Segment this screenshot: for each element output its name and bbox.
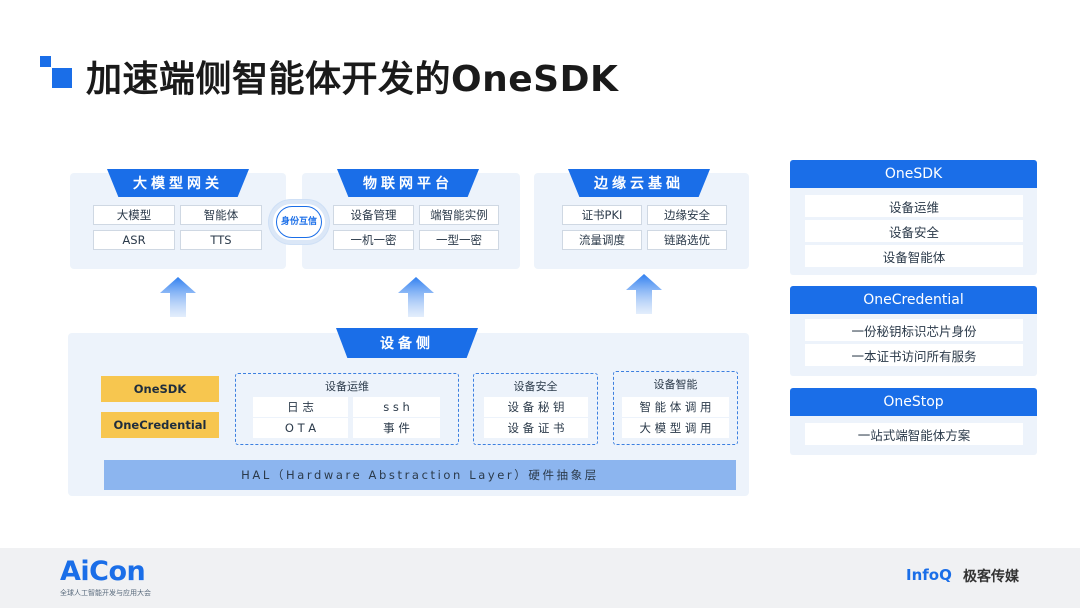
- group-device-ops: [235, 373, 459, 445]
- card-onecredential-item: 一份秘钥标识芯片身份: [805, 319, 1023, 341]
- block-edge-cloud-title: 边缘云基础: [568, 169, 710, 197]
- cell-tts: TTS: [180, 230, 262, 250]
- device-side-title: 设备侧: [336, 328, 478, 358]
- tag-onecredential: OneCredential: [101, 412, 219, 438]
- cell-traffic-scheduling: 流量调度: [562, 230, 642, 250]
- aicon-logo-subtitle: 全球人工智能开发与应用大会: [60, 589, 151, 597]
- card-onestop-item: 一站式端智能体方案: [805, 423, 1023, 445]
- cell-link-optimization: 链路选优: [647, 230, 727, 250]
- cell-ssh: s s h: [353, 397, 440, 417]
- hal-layer: HAL（Hardware Abstraction Layer）硬件抽象层: [104, 460, 736, 490]
- card-onestop: OneStop 一站式端智能体方案: [790, 388, 1037, 455]
- block-iot-platform-title: 物联网平台: [337, 169, 479, 197]
- card-onecredential-title: OneCredential: [790, 286, 1037, 314]
- group-device-ops-title: 设备运维: [325, 380, 369, 393]
- group-device-intelligence-title: 设备智能: [653, 378, 698, 391]
- cell-device-management: 设备管理: [333, 205, 414, 225]
- group-device-security-title: 设备安全: [513, 380, 558, 393]
- cell-event: 事 件: [353, 418, 440, 438]
- cell-one-model-one-secret: 一型一密: [419, 230, 499, 250]
- card-onecredential-item: 一本证书访问所有服务: [805, 344, 1023, 366]
- infoq-logo: InfoQ: [906, 566, 952, 584]
- card-onestop-title: OneStop: [790, 388, 1037, 416]
- arrow-up-icon: [160, 277, 196, 317]
- cell-device-key: 设 备 秘 钥: [484, 397, 588, 417]
- block-llm-gateway-title: 大模型网关: [107, 169, 249, 197]
- tag-onesdk: OneSDK: [101, 376, 219, 402]
- cell-ota: O T A: [253, 418, 348, 438]
- card-onecredential: OneCredential 一份秘钥标识芯片身份 一本证书访问所有服务: [790, 286, 1037, 376]
- card-onesdk-item: 设备运维: [805, 195, 1023, 217]
- cell-one-device-one-secret: 一机一密: [333, 230, 414, 250]
- cell-cert-pki: 证书PKI: [562, 205, 642, 225]
- aicon-logo: AiCon: [60, 556, 146, 587]
- card-onesdk-item: 设备安全: [805, 220, 1023, 242]
- cell-edge-security: 边缘安全: [647, 205, 727, 225]
- footer-bar: [0, 548, 1080, 608]
- cell-llm: 大模型: [93, 205, 175, 225]
- card-onesdk-item: 设备智能体: [805, 245, 1023, 267]
- cell-agent: 智能体: [180, 205, 262, 225]
- cell-asr: ASR: [93, 230, 175, 250]
- page-title: 加速端侧智能体开发的OneSDK: [86, 59, 619, 100]
- arrow-up-icon: [626, 274, 662, 314]
- cell-edge-agent-instance: 端智能实例: [419, 205, 499, 225]
- identity-trust-label: 身份互信: [276, 206, 322, 238]
- cell-llm-call: 大 模 型 调 用: [622, 418, 729, 438]
- geek-media-logo: 极客传媒: [963, 569, 1019, 585]
- cell-log: 日 志: [253, 397, 348, 417]
- group-device-intelligence: [613, 371, 738, 445]
- identity-trust-badge: 身份互信: [269, 200, 329, 244]
- group-device-security: [473, 373, 598, 445]
- title-logo-mark: [40, 56, 74, 90]
- arrow-up-icon: [398, 277, 434, 317]
- cell-agent-call: 智 能 体 调 用: [622, 397, 729, 417]
- card-onesdk: OneSDK 设备运维 设备安全 设备智能体: [790, 160, 1037, 275]
- card-onesdk-title: OneSDK: [790, 160, 1037, 188]
- cell-device-cert: 设 备 证 书: [484, 418, 588, 438]
